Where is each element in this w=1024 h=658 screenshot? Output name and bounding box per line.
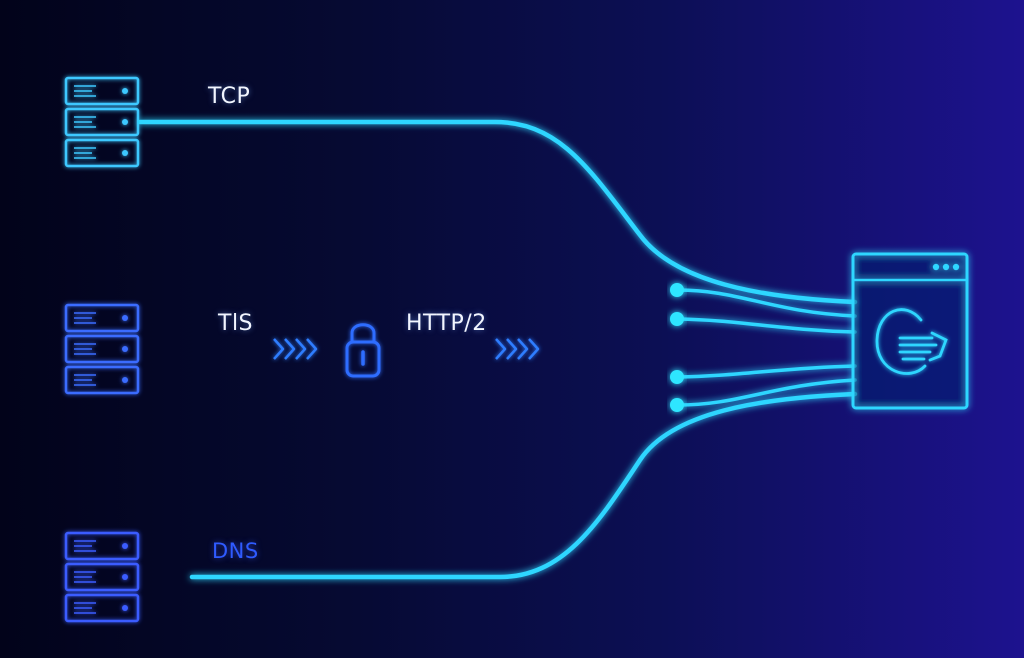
browser-window-icon (851, 252, 969, 410)
tls-label: TlS (218, 311, 254, 336)
dns-label: DNS (212, 539, 259, 563)
server-rack-icon (64, 531, 140, 623)
chevrons-icon (273, 338, 318, 360)
dns-connection-line (189, 391, 858, 580)
http2-label: HTTP/2 (406, 311, 487, 336)
connection-node-dots (670, 283, 684, 412)
tcp-connection-line (137, 119, 858, 305)
server-rack-icon (64, 76, 140, 168)
node-dot (670, 312, 684, 326)
chevrons-icon (495, 338, 540, 360)
node-dot (670, 370, 684, 384)
node-dot (670, 398, 684, 412)
branch-lines (676, 288, 857, 407)
node-dot (670, 283, 684, 297)
browser-logo-icon (875, 308, 948, 375)
tcp-label: TCP (208, 84, 251, 109)
server-rack-icon (64, 303, 140, 395)
lock-icon (345, 323, 381, 378)
